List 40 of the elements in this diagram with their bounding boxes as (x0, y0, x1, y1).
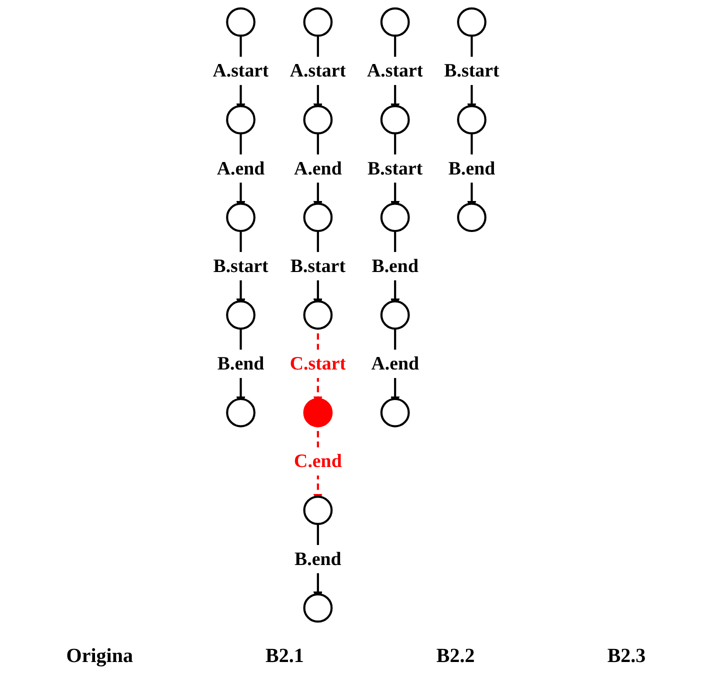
edge-label: A.end (294, 158, 342, 178)
node-circle (226, 300, 256, 330)
node-circle (303, 105, 333, 134)
column-label: B2.1 (266, 644, 304, 668)
edge-label: B.start (368, 158, 423, 178)
node-circle (226, 7, 256, 37)
node-circle (226, 202, 256, 232)
node-circle (303, 593, 333, 623)
edge-label: A.start (367, 60, 424, 81)
node-circle (226, 105, 256, 134)
edge-label: A.start (212, 60, 269, 81)
edge-label: B.start (213, 255, 268, 276)
edge-label: B.end (217, 352, 264, 374)
edge-label: B.end (448, 158, 496, 178)
edge-label: B.end (294, 548, 342, 570)
node-circle (303, 300, 333, 330)
node-circle (380, 202, 410, 232)
node-circle (303, 496, 333, 525)
node-circle (303, 202, 333, 232)
edge-label: B.start (444, 60, 500, 81)
node-circle (457, 105, 486, 134)
node-circle (226, 398, 256, 428)
node-circle (457, 202, 486, 232)
node-circle (303, 7, 333, 37)
edge-label: A.end (216, 158, 265, 178)
column-label: Origina (66, 644, 133, 668)
edge-label: B.end (372, 255, 418, 276)
edge-label: A.end (371, 352, 419, 374)
edge-label: C.end (294, 450, 342, 472)
column-label: B2.2 (436, 644, 475, 668)
node-circle (303, 398, 333, 428)
node-circle (380, 105, 410, 134)
edge-label: A.start (290, 60, 346, 81)
node-circle (380, 398, 410, 428)
node-circle (457, 7, 486, 37)
edge-label: B.start (290, 255, 346, 276)
column-label: B2.3 (607, 644, 646, 668)
node-circle (380, 7, 410, 37)
edge-label: C.start (290, 352, 346, 374)
node-circle (380, 300, 410, 330)
